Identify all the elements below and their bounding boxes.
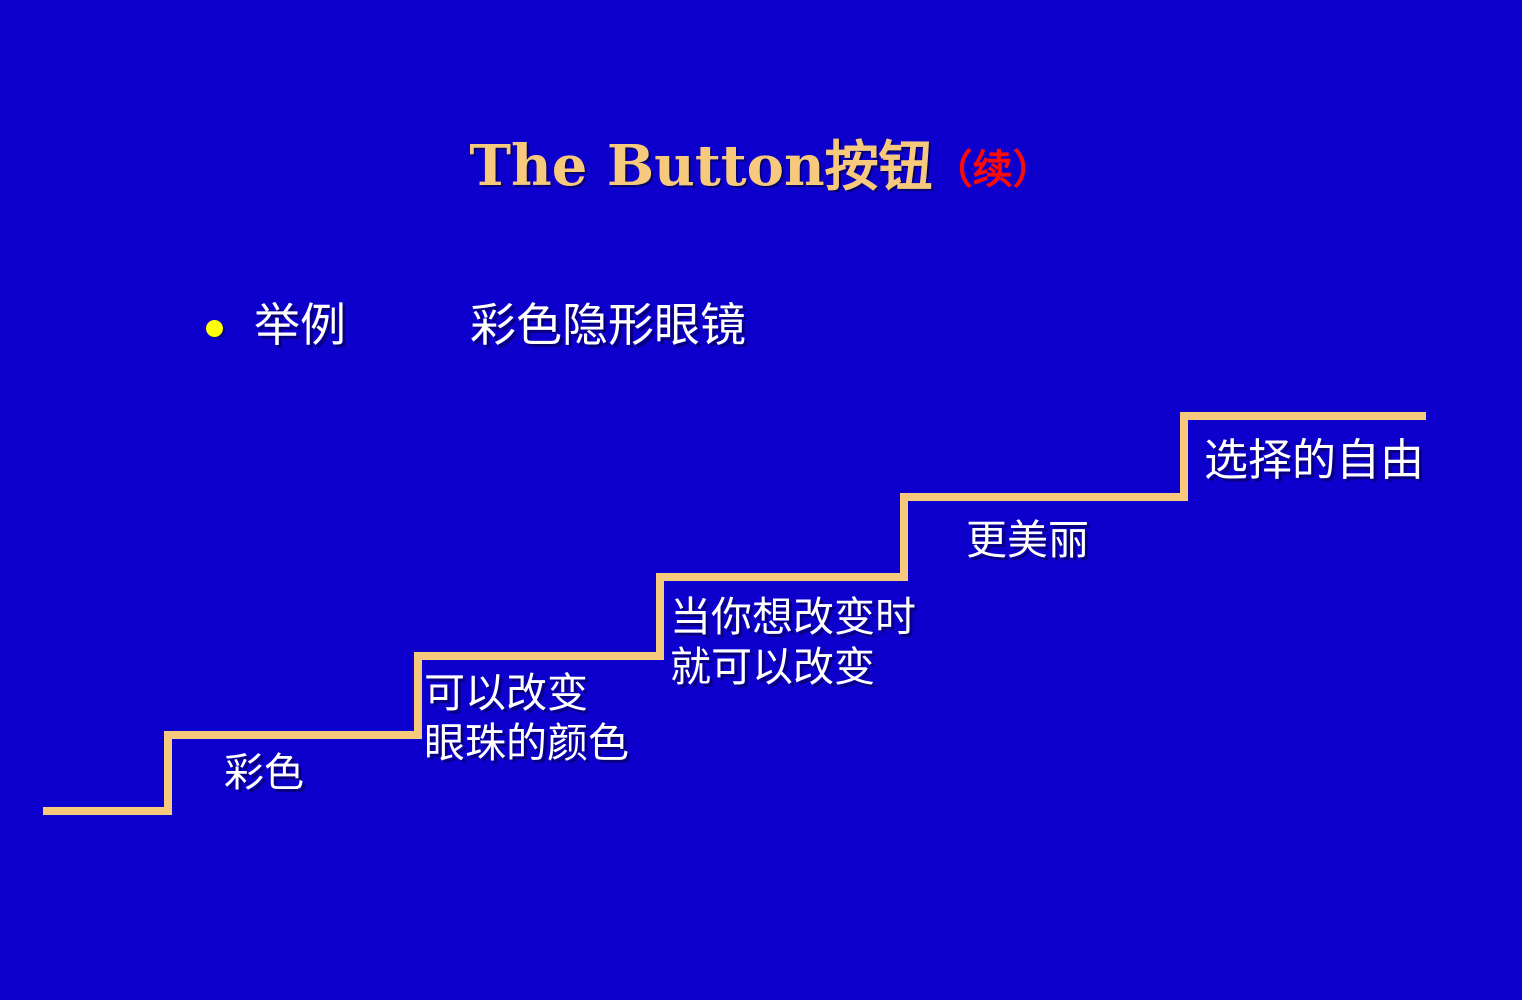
step-label-line: 眼珠的颜色: [424, 719, 629, 767]
step-label-0: 彩色: [224, 748, 304, 798]
step-label-line: 彩色: [224, 750, 304, 796]
step-label-line: 可以改变: [424, 669, 588, 717]
bullet-dot-icon: [206, 320, 223, 337]
step-label-line: 就可以改变: [670, 643, 875, 691]
title-english: The Button: [469, 133, 825, 199]
bullet-label: 举例: [254, 298, 346, 352]
step-label-3: 更美丽: [966, 515, 1089, 565]
step-label-2: 当你想改变时就可以改变: [670, 592, 916, 692]
title-continued-marker: （续）: [932, 147, 1053, 193]
title-chinese: 按钮: [824, 135, 933, 198]
bullet-value: 彩色隐形眼镜: [470, 298, 746, 352]
step-label-4: 选择的自由: [1204, 436, 1424, 486]
step-label-line: 当你想改变时: [670, 593, 916, 641]
step-label-line: 更美丽: [966, 516, 1089, 564]
slide-title: The Button按钮（续）: [0, 133, 1522, 203]
step-label-line: 选择的自由: [1204, 435, 1424, 486]
step-label-1: 可以改变眼珠的颜色: [424, 668, 629, 768]
